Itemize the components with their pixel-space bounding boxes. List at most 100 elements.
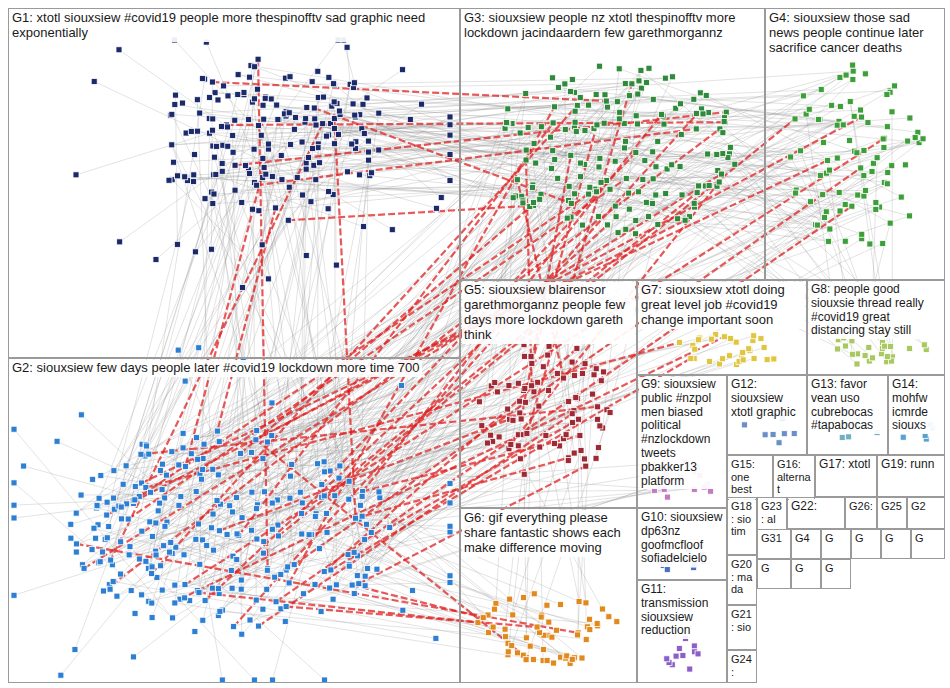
network-vertex bbox=[332, 493, 338, 499]
network-vertex bbox=[447, 500, 453, 506]
network-vertex bbox=[366, 157, 372, 163]
network-vertex bbox=[862, 352, 868, 358]
network-vertex bbox=[294, 175, 300, 181]
network-vertex bbox=[623, 175, 629, 181]
network-vertex bbox=[862, 71, 868, 77]
network-edge bbox=[157, 243, 883, 577]
network-vertex bbox=[256, 208, 262, 214]
network-vertex bbox=[208, 246, 214, 252]
network-vertex bbox=[538, 124, 544, 130]
group-panel: G bbox=[757, 559, 791, 589]
network-vertex bbox=[94, 502, 100, 508]
network-vertex bbox=[664, 567, 670, 573]
network-vertex bbox=[566, 183, 572, 189]
network-vertex bbox=[646, 65, 652, 71]
network-vertex bbox=[546, 387, 552, 393]
network-vertex bbox=[215, 97, 221, 103]
network-vertex bbox=[633, 231, 639, 237]
network-vertex bbox=[359, 493, 365, 499]
network-vertex bbox=[494, 389, 500, 395]
network-vertex bbox=[762, 432, 768, 438]
network-vertex bbox=[814, 222, 820, 228]
network-vertex bbox=[162, 523, 168, 529]
network-vertex bbox=[320, 94, 326, 100]
network-vertex bbox=[614, 99, 620, 105]
network-vertex bbox=[258, 132, 264, 138]
network-vertex bbox=[364, 95, 370, 101]
network-vertex bbox=[857, 107, 863, 113]
network-vertex bbox=[21, 463, 27, 469]
network-vertex bbox=[11, 515, 17, 521]
network-vertex bbox=[279, 177, 285, 183]
network-vertex bbox=[143, 558, 149, 564]
network-vertex bbox=[889, 109, 895, 115]
network-vertex bbox=[594, 189, 600, 195]
network-vertex bbox=[360, 101, 366, 107]
network-vertex bbox=[727, 353, 733, 359]
network-vertex bbox=[78, 412, 84, 418]
network-vertex bbox=[166, 549, 172, 555]
network-vertex bbox=[697, 90, 703, 96]
network-vertex bbox=[885, 170, 891, 176]
network-vertex bbox=[695, 651, 701, 657]
network-edge-strong bbox=[258, 59, 268, 569]
network-vertex bbox=[219, 124, 225, 130]
network-vertex bbox=[194, 97, 200, 103]
network-vertex bbox=[586, 102, 592, 108]
network-vertex bbox=[200, 466, 206, 472]
network-vertex bbox=[291, 562, 297, 568]
network-vertex bbox=[921, 342, 927, 348]
network-vertex bbox=[230, 509, 236, 515]
network-vertex bbox=[269, 173, 275, 179]
network-edge bbox=[273, 497, 322, 680]
network-vertex bbox=[333, 262, 339, 268]
network-vertex bbox=[655, 138, 661, 144]
network-vertex bbox=[433, 635, 439, 641]
network-vertex bbox=[573, 394, 579, 400]
network-vertex bbox=[58, 672, 64, 678]
network-vertex bbox=[269, 433, 275, 439]
network-vertex bbox=[572, 108, 578, 114]
network-vertex bbox=[616, 66, 622, 72]
network-vertex bbox=[861, 173, 867, 179]
network-edge bbox=[311, 135, 681, 202]
network-vertex bbox=[642, 158, 648, 164]
network-vertex bbox=[333, 582, 339, 588]
network-vertex bbox=[256, 623, 262, 629]
network-vertex bbox=[286, 184, 292, 190]
network-vertex bbox=[582, 361, 588, 367]
network-vertex bbox=[116, 47, 122, 53]
network-vertex bbox=[278, 571, 284, 577]
network-vertex bbox=[228, 567, 234, 573]
network-vertex bbox=[707, 358, 713, 364]
network-vertex bbox=[564, 653, 570, 659]
network-vertex bbox=[835, 346, 841, 352]
network-edge-strong bbox=[527, 84, 632, 434]
network-vertex bbox=[326, 74, 332, 80]
network-vertex bbox=[117, 239, 123, 245]
network-edge bbox=[82, 88, 641, 565]
network-vertex bbox=[586, 191, 592, 197]
network-vertex bbox=[118, 571, 124, 577]
network-vertex bbox=[433, 205, 439, 211]
network-vertex bbox=[287, 495, 293, 501]
network-vertex bbox=[680, 652, 686, 658]
network-vertex bbox=[237, 450, 243, 456]
network-vertex bbox=[300, 591, 306, 597]
network-edge-strong bbox=[334, 119, 355, 519]
group-panel: G13: favor vean uso cubrebocas #tapaboca… bbox=[807, 375, 888, 455]
network-vertex bbox=[653, 192, 659, 198]
network-vertex bbox=[89, 547, 95, 553]
network-vertex bbox=[195, 521, 201, 527]
group-panel: G bbox=[791, 559, 821, 589]
network-vertex bbox=[251, 96, 257, 102]
network-vertex bbox=[182, 595, 188, 601]
network-vertex bbox=[210, 511, 216, 517]
network-vertex bbox=[873, 199, 879, 205]
network-vertex bbox=[91, 78, 97, 84]
network-vertex bbox=[569, 76, 575, 82]
network-vertex bbox=[573, 129, 579, 135]
network-vertex bbox=[169, 142, 175, 148]
network-vertex bbox=[583, 637, 589, 643]
network-vertex bbox=[337, 463, 343, 469]
